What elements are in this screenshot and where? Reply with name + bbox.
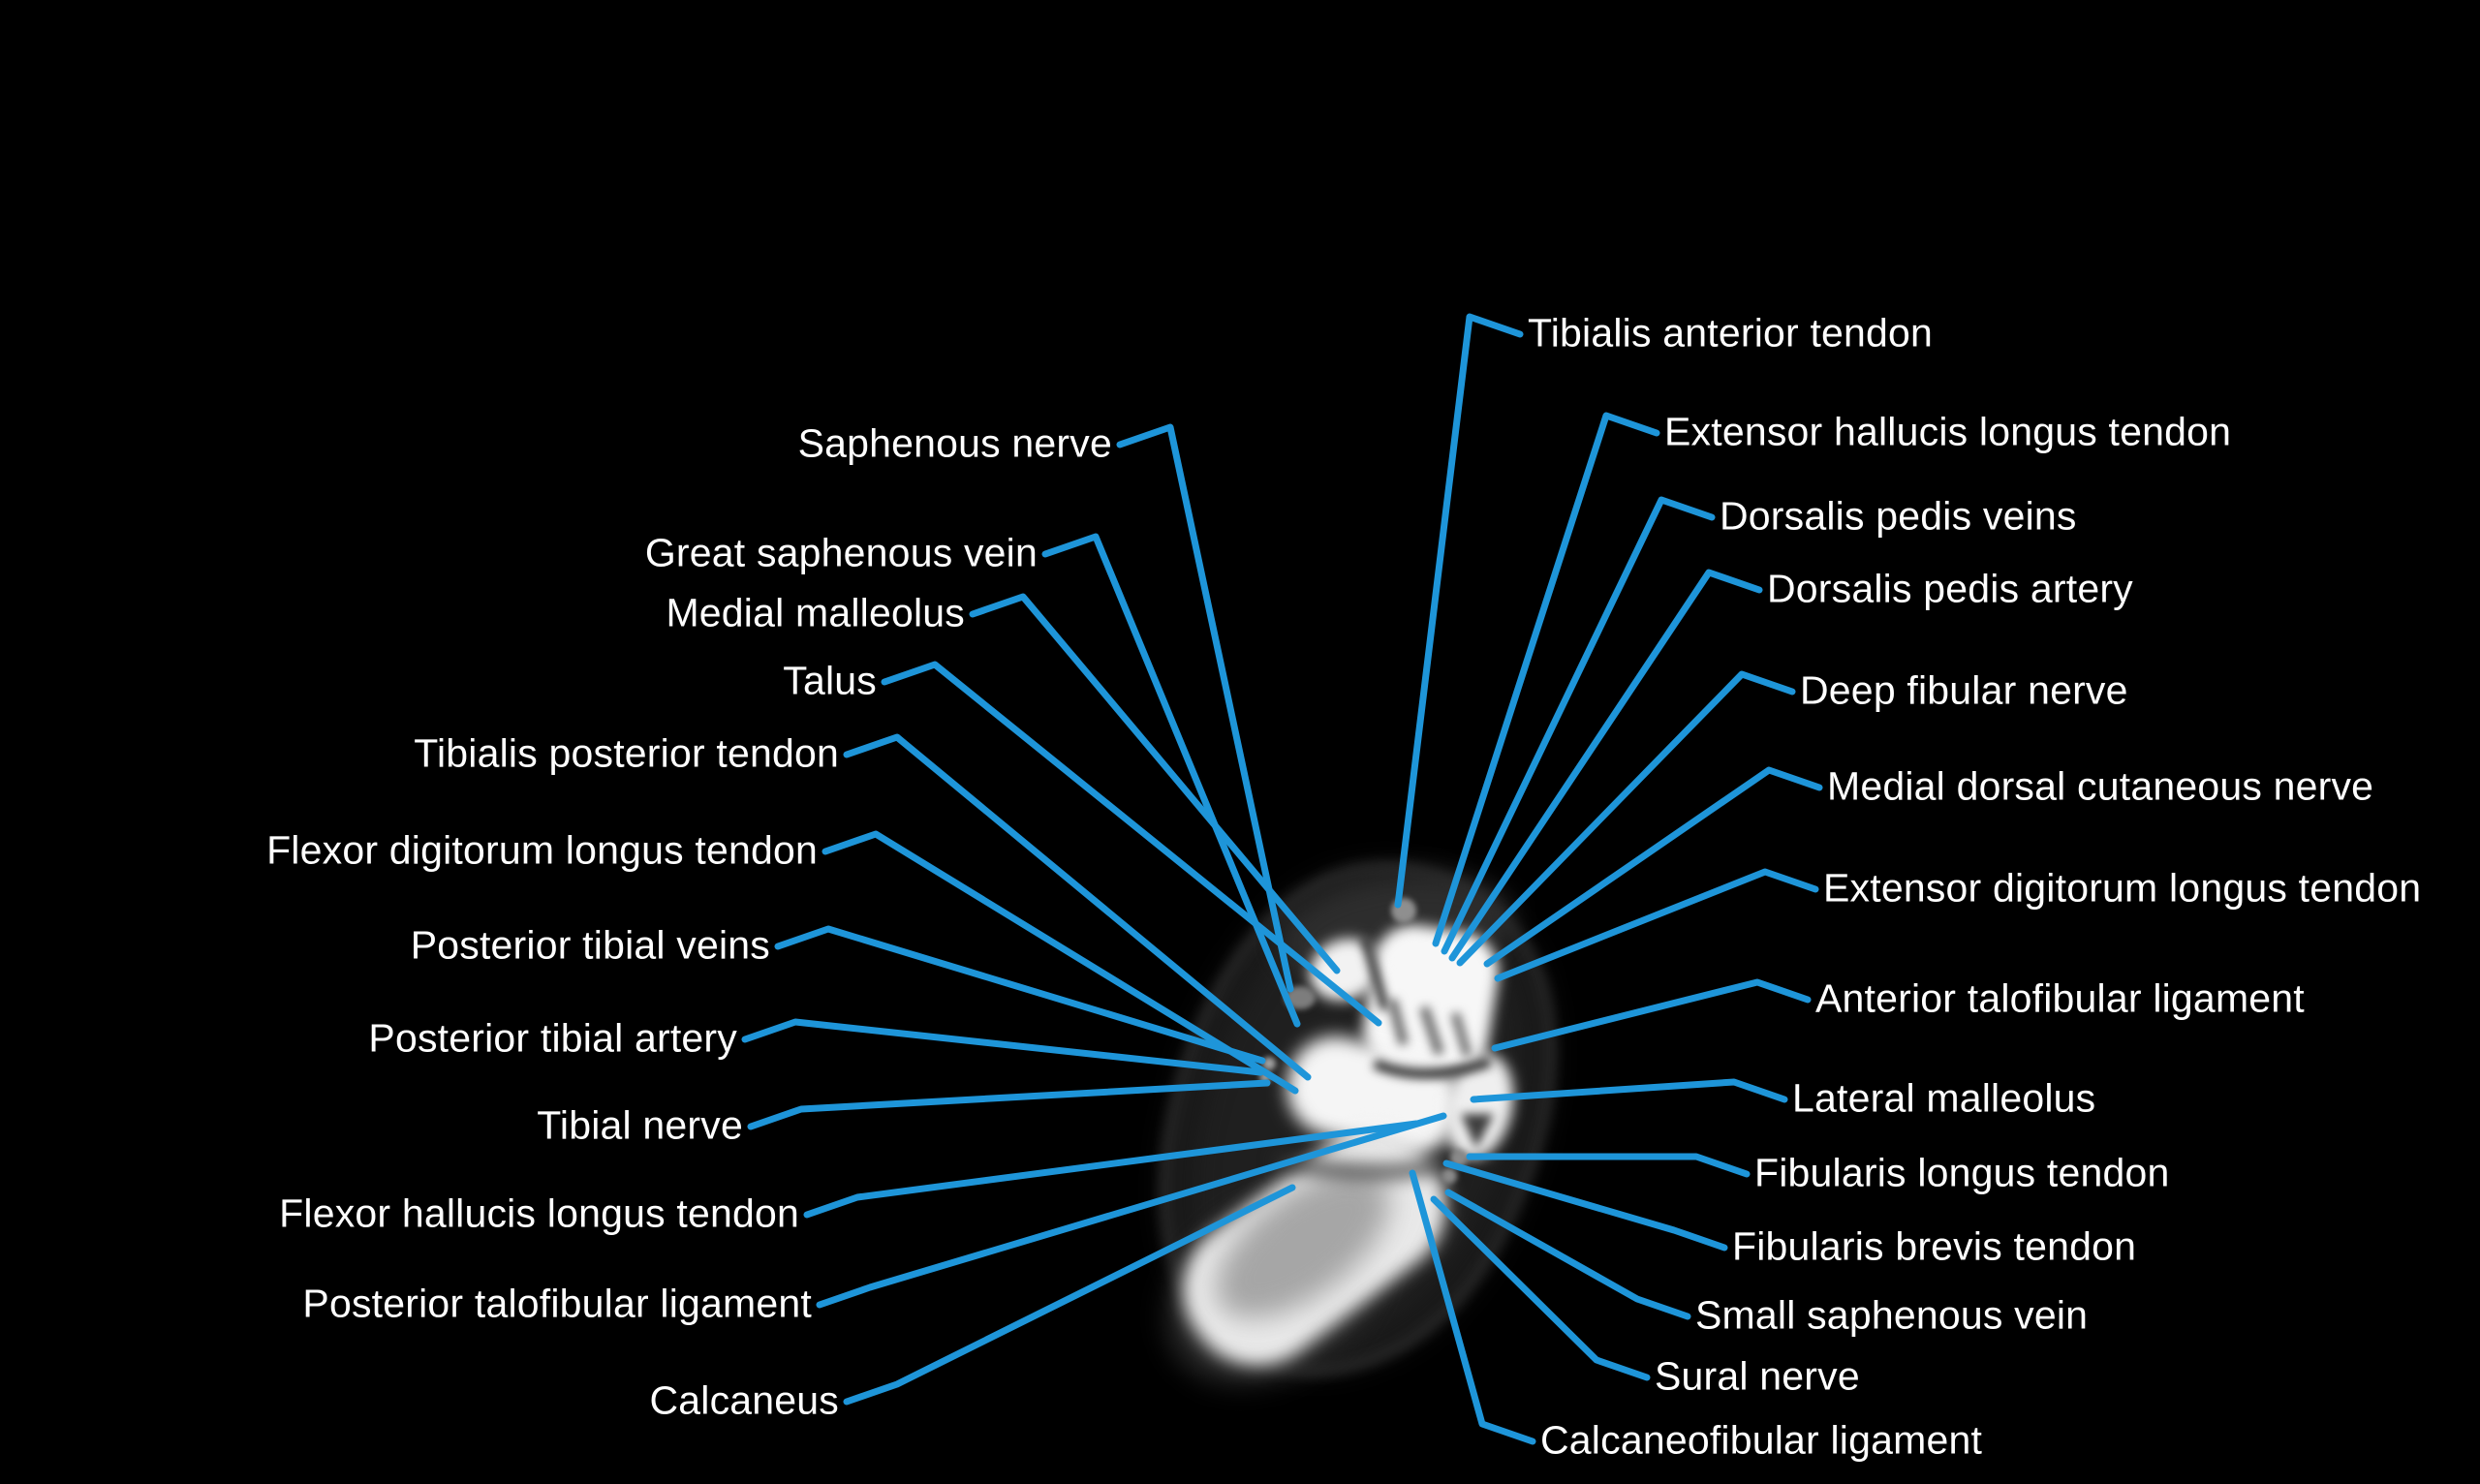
label-sural-nerve: Sural nerve [1655,1353,1860,1399]
leader-line-extensor-digitorum-longus-tendon [1494,868,1819,982]
talar-dome-texture-1 [1387,998,1409,1046]
leader-line-medial-malleolus [969,593,1341,974]
talar-dome-texture-2 [1419,1005,1444,1056]
tibia-malleolus-gap [1360,936,1390,1011]
label-calcaneus: Calcaneus [649,1377,839,1423]
label-flexor-digitorum-longus-tendon: Flexor digitorum longus tendon [266,827,818,873]
leader-line-calcaneus [843,1184,1296,1406]
leader-line-lateral-malleolus [1470,1078,1788,1103]
label-great-saphenous-vein: Great saphenous vein [644,530,1038,575]
label-lateral-malleolus: Lateral malleolus [1792,1075,2096,1121]
label-flexor-hallucis-longus-tendon: Flexor hallucis longus tendon [279,1190,799,1236]
leader-line-fibularis-longus-tendon [1466,1153,1751,1178]
ankle-joint-space [1373,1057,1492,1079]
calcaneus-trabecular-texture [1216,1171,1390,1318]
leader-line-flexor-hallucis-longus-tendon [803,1120,1420,1219]
subtalar-joint-space [1275,1155,1447,1179]
leader-line-flexor-digitorum-longus-tendon [822,830,1299,1095]
leader-line-dorsalis-pedis-artery [1448,569,1763,962]
talar-dome-texture-3 [1450,1011,1472,1058]
label-medial-malleolus: Medial malleolus [666,590,965,635]
label-tibialis-anterior-tendon: Tibialis anterior tendon [1528,310,1934,356]
label-talus: Talus [783,658,877,703]
leader-line-posterior-tibial-veins [774,925,1266,1065]
label-calcaneofibular-ligament: Calcaneofibular ligament [1540,1417,1983,1463]
label-dorsalis-pedis-artery: Dorsalis pedis artery [1767,566,2133,611]
label-fibularis-brevis-tendon: Fibularis brevis tendon [1732,1223,2137,1269]
fibular-groove-notch [1461,1114,1494,1149]
label-saphenous-nerve: Saphenous nerve [797,420,1112,466]
label-tibial-nerve: Tibial nerve [537,1102,743,1148]
label-posterior-tibial-artery: Posterior tibial artery [368,1015,737,1061]
label-fibularis-longus-tendon: Fibularis longus tendon [1754,1150,2170,1195]
fibula-lateral-malleolus-bone [1444,1053,1514,1159]
leader-line-saphenous-nerve [1116,423,1294,993]
leader-line-posterior-tibial-artery [741,1018,1264,1076]
leader-line-posterior-talofibular-ligament [816,1112,1447,1309]
leader-line-dorsalis-pedis-veins [1441,496,1716,955]
leader-line-anterior-talofibular-ligament [1491,978,1812,1052]
leader-line-extensor-hallucis-longus-tendon [1432,412,1660,947]
leader-line-talus [881,661,1382,1027]
leader-line-fibularis-brevis-tendon [1442,1159,1728,1252]
label-deep-fibular-nerve: Deep fibular nerve [1800,667,2128,713]
leader-line-tibialis-posterior-tendon [843,733,1312,1081]
leader-line-sural-nerve [1430,1195,1651,1381]
leader-line-tibial-nerve [747,1079,1271,1130]
leader-line-small-saphenous-vein [1444,1189,1691,1320]
label-anterior-talofibular-ligament: Anterior talofibular ligament [1815,975,2305,1021]
leader-line-tibialis-anterior-tendon [1394,313,1524,909]
leader-line-medial-dorsal-cutaneous-nerve [1483,766,1823,968]
fibularis-brevis-tendon-dot [1442,1168,1457,1184]
label-posterior-tibial-veins: Posterior tibial veins [410,922,770,968]
label-medial-dorsal-cutaneous-nerve: Medial dorsal cutaneous nerve [1827,763,2374,809]
ankle-bones [1183,924,1514,1366]
label-posterior-talofibular-ligament: Posterior talofibular ligament [302,1281,812,1326]
label-dorsalis-pedis-veins: Dorsalis pedis veins [1720,493,2077,539]
posterior-tibial-vessel-dot-1 [1262,1057,1276,1070]
leader-line-great-saphenous-vein [1041,533,1301,1028]
leader-line-deep-fibular-nerve [1456,670,1796,967]
label-small-saphenous-vein: Small saphenous vein [1695,1292,2089,1338]
label-extensor-hallucis-longus-tendon: Extensor hallucis longus tendon [1664,409,2232,454]
leader-line-calcaneofibular-ligament [1409,1169,1536,1445]
label-extensor-digitorum-longus-tendon: Extensor digitorum longus tendon [1823,865,2422,911]
label-tibialis-posterior-tendon: Tibialis posterior tendon [414,730,839,776]
